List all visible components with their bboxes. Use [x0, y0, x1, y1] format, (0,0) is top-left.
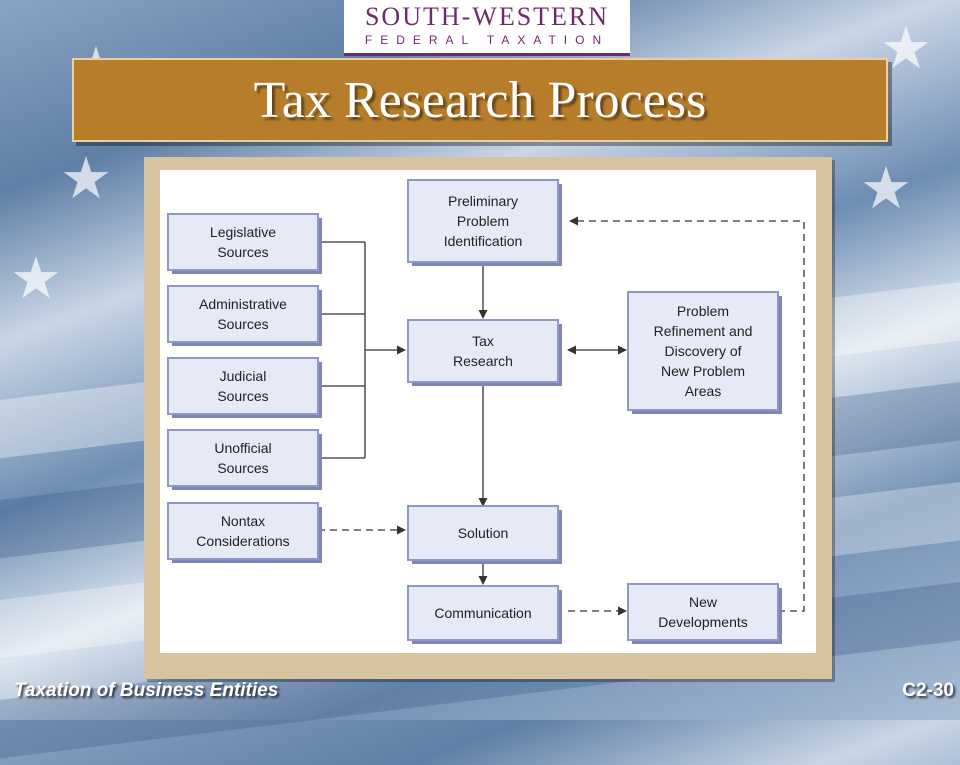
box-label: Sources — [217, 388, 268, 404]
box-label: Judicial — [220, 368, 267, 384]
box-label: Identification — [444, 233, 523, 249]
footer-slide-number: C2-30 — [902, 680, 954, 701]
box-body — [407, 319, 559, 383]
logo-line-1: SOUTH-WESTERN — [364, 2, 610, 31]
box-label: Sources — [217, 244, 268, 260]
box-label: Unofficial — [214, 440, 271, 456]
box-label: Refinement and — [654, 323, 753, 339]
connectors — [318, 216, 805, 616]
box-label: New — [689, 594, 718, 610]
box-solution: Solution — [407, 505, 562, 564]
box-body — [167, 357, 319, 415]
box-body — [167, 285, 319, 343]
box-label: Communication — [434, 605, 531, 621]
box-body — [167, 502, 319, 560]
publisher-logo: SOUTH-WESTERN FEDERAL TAXATION — [344, 0, 630, 56]
star-icon: ★ — [60, 146, 112, 211]
box-body — [167, 213, 319, 271]
logo-line-2: FEDERAL TAXATION — [364, 33, 610, 47]
box-body — [167, 429, 319, 487]
box-body — [627, 291, 779, 411]
box-label: Tax — [472, 333, 494, 349]
box-body — [407, 179, 559, 263]
star-icon: ★ — [880, 16, 932, 81]
box-label: Discovery of — [664, 343, 741, 359]
footer-course-title: Taxation of Business Entities — [14, 680, 279, 701]
box-body — [407, 505, 559, 561]
box-label: Considerations — [196, 533, 289, 549]
box-label: Sources — [217, 316, 268, 332]
flowchart: LegislativeSourcesAdministrativeSourcesJ… — [167, 179, 805, 644]
box-body — [407, 585, 559, 641]
dashed-feedback-loop — [569, 216, 805, 612]
box-label: New Problem — [661, 363, 745, 379]
box-label: Problem — [677, 303, 729, 319]
box-label: Legislative — [210, 224, 276, 240]
box-label: Research — [453, 353, 513, 369]
star-icon: ★ — [10, 246, 62, 311]
flow-boxes: LegislativeSourcesAdministrativeSourcesJ… — [167, 179, 782, 644]
box-label: Administrative — [199, 296, 287, 312]
box-label: Preliminary — [448, 193, 518, 209]
box-communication: Communication — [407, 585, 562, 644]
slide-title: Tax Research Process — [253, 71, 707, 129]
box-label: Problem — [457, 213, 509, 229]
box-label: Nontax — [221, 513, 265, 529]
box-label: Solution — [458, 525, 509, 541]
box-label: Areas — [685, 383, 722, 399]
box-label: Developments — [658, 614, 748, 630]
star-icon: ★ — [860, 156, 912, 221]
title-bar: Tax Research Process — [72, 58, 888, 142]
box-body — [627, 583, 779, 641]
box-label: Sources — [217, 460, 268, 476]
